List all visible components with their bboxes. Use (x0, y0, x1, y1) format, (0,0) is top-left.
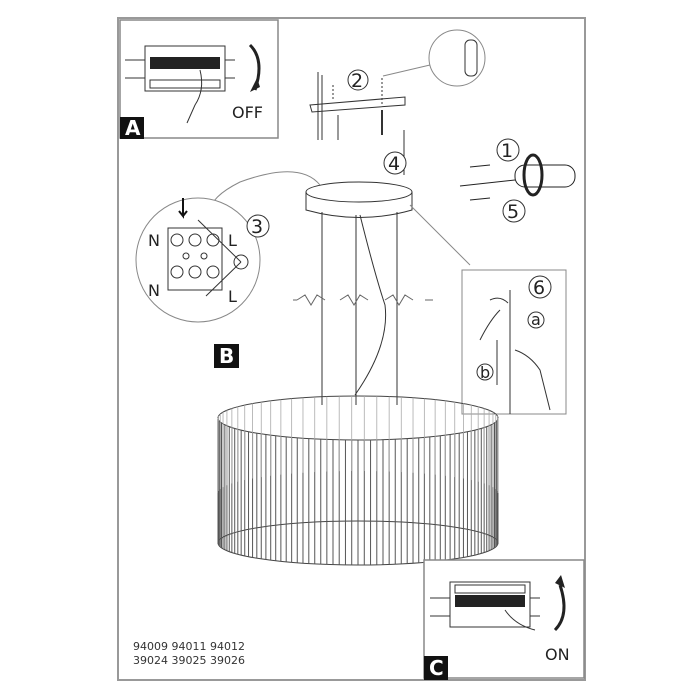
mounting-bracket (309, 29, 486, 175)
neutral-label-bottom: N (148, 281, 160, 300)
live-label-bottom: L (228, 287, 237, 306)
screwdriver-icon (459, 153, 576, 201)
svg-text:4: 4 (388, 153, 400, 175)
panel-a-label: A (125, 116, 141, 140)
model-numbers-line-2: 39024 39025 39026 (133, 654, 245, 667)
step-6: 6 (533, 277, 545, 299)
svg-text:2: 2 (351, 70, 363, 92)
breaker-icon (430, 581, 540, 628)
panel-b-box (214, 344, 239, 368)
panel-a-switch-off: OFF A (119, 19, 279, 140)
panel-b-terminal-block: N N L L (135, 197, 261, 323)
step-3: 3 (246, 214, 270, 238)
svg-text:3: 3 (251, 216, 263, 238)
panel-c-switch-on: ON C (423, 559, 585, 680)
svg-text:5: 5 (507, 201, 519, 223)
off-label: OFF (232, 103, 263, 122)
model-numbers-line-1: 94009 94011 94012 (133, 640, 245, 653)
panel-b-label: B (219, 344, 234, 368)
step-5: 5 (502, 199, 526, 223)
step-4: 4 (383, 151, 407, 175)
live-label-top: L (228, 231, 237, 250)
ground-icon (233, 254, 249, 270)
panel-6-cable-adjust: 6 a b (461, 269, 567, 415)
step-2: 2 (347, 69, 369, 92)
substep-b: b (480, 363, 490, 382)
neutral-label-top: N (148, 231, 160, 250)
substep-a: a (531, 310, 541, 329)
breaker-icon (125, 45, 235, 92)
hand-icon (504, 609, 536, 631)
arrow-up-icon (553, 584, 566, 632)
ceiling-canopy (209, 171, 471, 405)
step-1: 1 (496, 138, 520, 162)
arrow-down-icon (178, 198, 188, 219)
hand-icon (186, 69, 203, 124)
on-label: ON (545, 645, 570, 664)
panel-c-label: C (429, 656, 444, 680)
svg-text:1: 1 (501, 140, 513, 162)
lamp-shade (217, 395, 499, 566)
